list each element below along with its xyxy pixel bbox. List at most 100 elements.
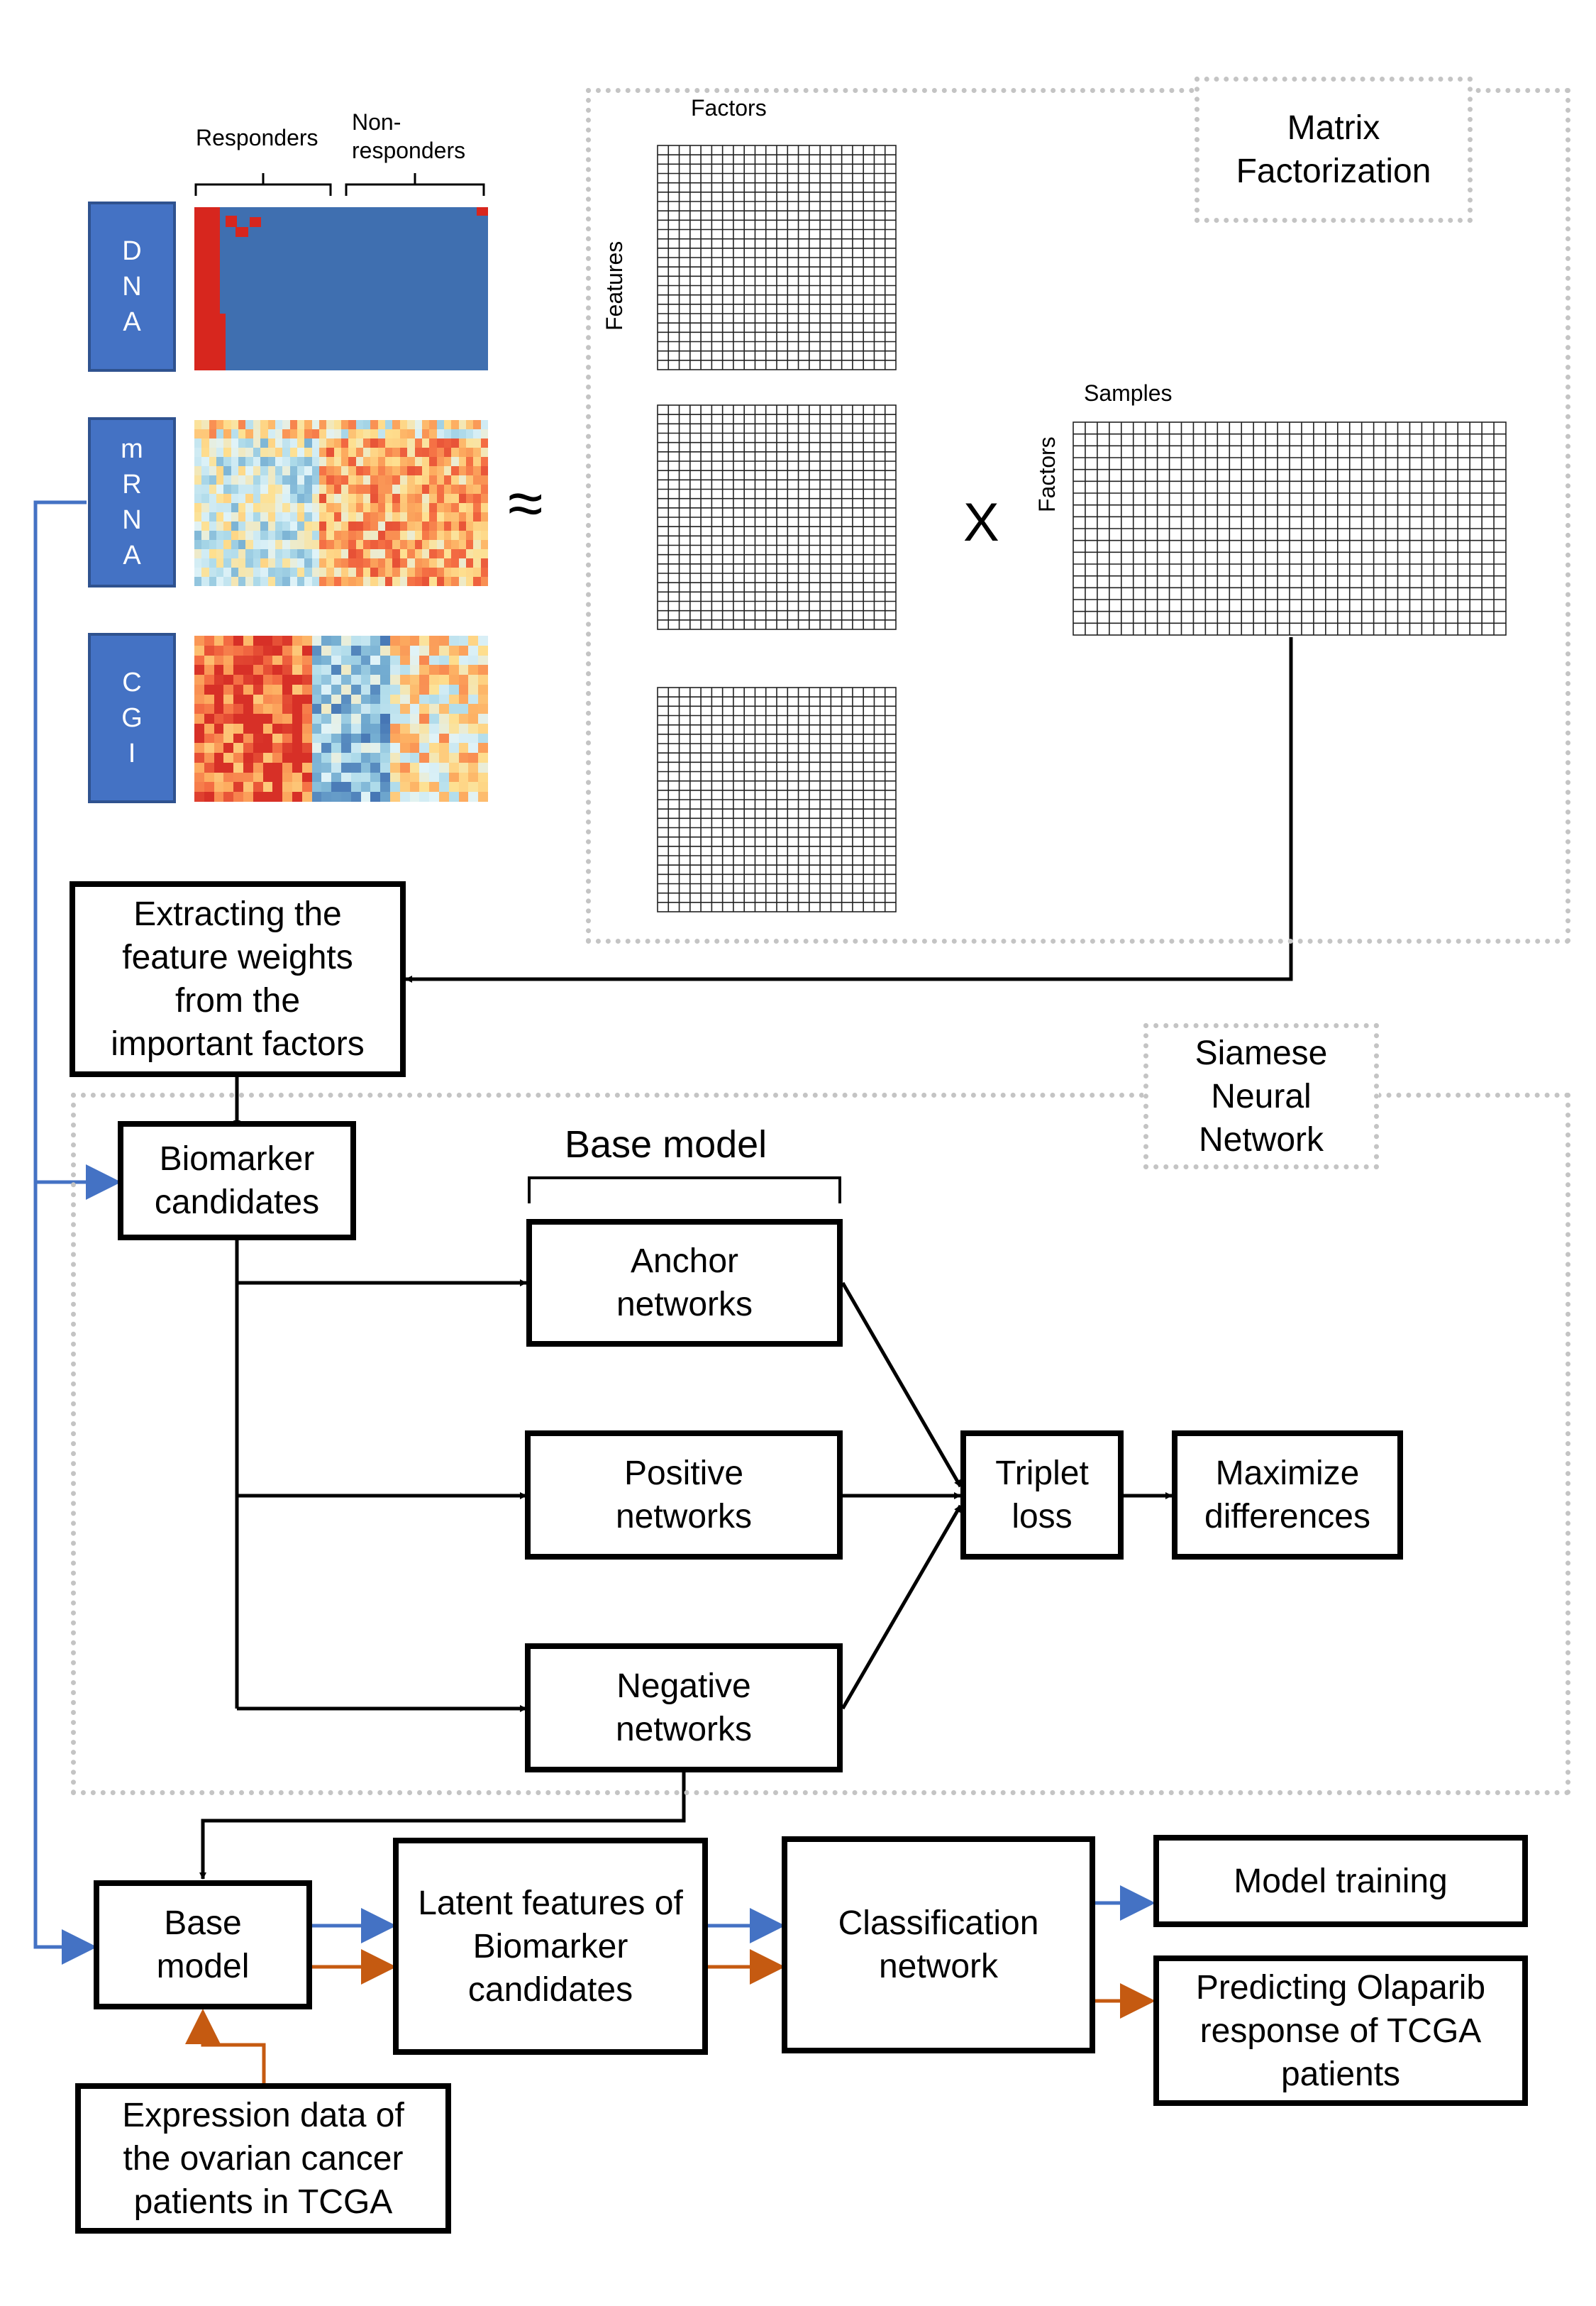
heatmap-cell (478, 636, 488, 646)
heatmap-cell (209, 522, 217, 531)
heatmap-cell (480, 438, 488, 448)
heatmap-cell (348, 512, 356, 522)
heatmap-cell (451, 540, 459, 549)
heatmap-cell (292, 723, 302, 734)
heatmap-cell (214, 665, 224, 675)
heatmap-cell (451, 485, 459, 494)
heatmap-cell (341, 577, 349, 586)
heatmap-cell (272, 772, 283, 783)
heatmap-cell (253, 466, 261, 475)
samples-matrix (1073, 421, 1507, 636)
heatmap-cell (233, 753, 243, 763)
heatmap-cell (348, 531, 356, 540)
heatmap-cell (260, 475, 268, 485)
latent-text: Latent features of Biomarker candidates (418, 1884, 683, 2009)
heatmap-cell (480, 475, 488, 485)
heatmap-cell (370, 665, 381, 675)
heatmap-cell (216, 494, 224, 503)
heatmap-cell (451, 457, 459, 466)
heatmap-cell (292, 762, 302, 773)
heatmap-cell (304, 475, 312, 485)
heatmap-cell (380, 636, 390, 646)
heatmap-cell (355, 429, 364, 438)
heatmap-cell (260, 457, 268, 466)
heatmap-cell (301, 684, 312, 695)
heatmap-cell (429, 522, 437, 531)
heatmap-cell (214, 753, 224, 763)
heatmap-cell (260, 420, 268, 429)
heatmap-cell (201, 549, 209, 558)
heatmap-cell (201, 438, 209, 448)
dna-red-dot-4 (477, 207, 488, 216)
heatmap-cell (260, 522, 268, 531)
maximize-text: Maximize differences (1204, 1455, 1370, 1535)
heatmap-cell (297, 475, 305, 485)
heatmap-cell (311, 665, 322, 675)
heatmap-cell (370, 494, 378, 503)
heatmap-cell (216, 568, 224, 577)
heatmap-cell (436, 475, 444, 485)
heatmap-cell (233, 714, 243, 724)
heatmap-cell (275, 577, 283, 586)
heatmap-cell (377, 531, 386, 540)
heatmap-cell (451, 549, 459, 558)
matrix-factorization-region (586, 88, 1570, 944)
heatmap-cell (473, 577, 481, 586)
heatmap-cell (350, 684, 361, 695)
heatmap-cell (301, 665, 312, 675)
classification-box: Classification network (782, 1836, 1095, 2053)
heatmap-cell (326, 429, 334, 438)
heatmap-cell (253, 675, 263, 685)
heatmap-cell (473, 466, 481, 475)
heatmap-cell (341, 762, 351, 773)
heatmap-cell (275, 568, 283, 577)
heatmap-cell (331, 772, 341, 783)
heatmap-cell (348, 420, 356, 429)
heatmap-cell (333, 466, 341, 475)
heatmap-cell (201, 466, 209, 475)
heatmap-cell (355, 494, 364, 503)
heatmap-cell (341, 655, 351, 666)
omic-mrna-letters: m R N A (121, 431, 143, 573)
heatmap-cell (436, 448, 444, 457)
omic-dna-box: D N A (88, 202, 176, 372)
heatmap-cell (214, 772, 224, 783)
heatmap-cell (282, 494, 290, 503)
heatmap-cell (458, 714, 469, 724)
heatmap-cell (253, 694, 263, 705)
heatmap-cell (318, 540, 327, 549)
heatmap-cell (326, 577, 334, 586)
heatmap-cell (209, 466, 217, 475)
heatmap-cell (331, 636, 341, 646)
heatmap-cell (214, 704, 224, 715)
heatmap-cell (216, 485, 224, 494)
heatmap-cell (480, 512, 488, 522)
heatmap-cell (214, 792, 224, 802)
heatmap-cell (451, 522, 459, 531)
heatmap-cell (231, 577, 239, 586)
heatmap-cell (304, 448, 312, 457)
heatmap-cell (390, 782, 400, 793)
heatmap-cell (341, 684, 351, 695)
heatmap-cell (360, 792, 371, 802)
cgi-heatmap (194, 636, 488, 802)
heatmap-cell (392, 420, 400, 429)
heatmap-cell (238, 531, 246, 540)
heatmap-cell (473, 503, 481, 512)
heatmap-cell (231, 448, 239, 457)
heatmap-cell (390, 714, 400, 724)
heatmap-cell (245, 485, 253, 494)
heatmap-cell (245, 438, 253, 448)
heatmap-cell (448, 665, 459, 675)
heatmap-cell (341, 723, 351, 734)
heatmap-cell (407, 448, 415, 457)
heatmap-cell (451, 577, 459, 586)
arrow-negative-to-triplet (841, 1504, 963, 1710)
heatmap-cell (253, 549, 261, 558)
heatmap-cell (262, 792, 273, 802)
heatmap-cell (262, 655, 273, 666)
heatmap-cell (282, 753, 292, 763)
heatmap-cell (216, 466, 224, 475)
heatmap-cell (243, 792, 253, 802)
